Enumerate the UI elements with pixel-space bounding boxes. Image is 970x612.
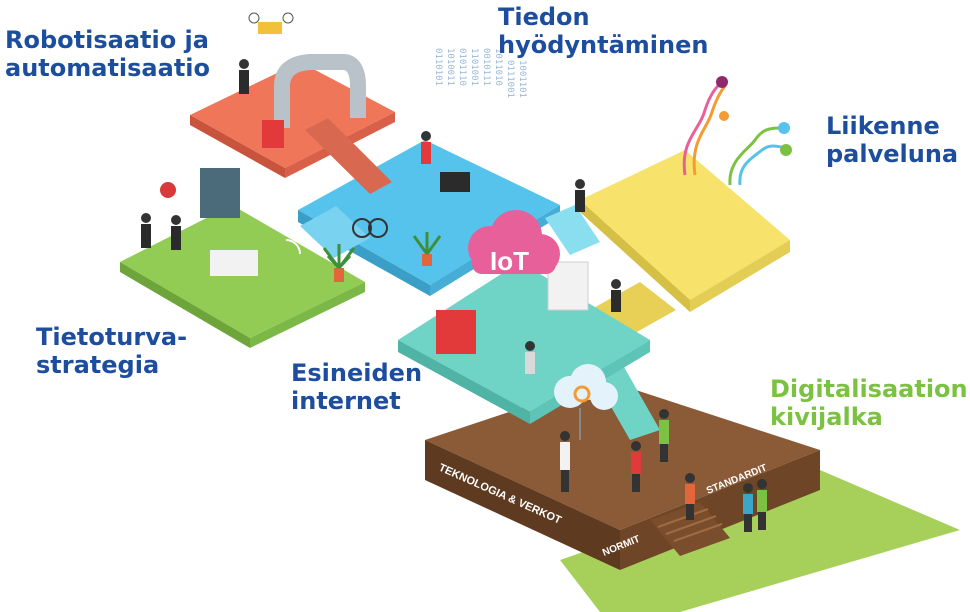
binary-line: 0111001 bbox=[505, 60, 515, 98]
binary-line: 0010111 bbox=[481, 48, 491, 86]
person-figure bbox=[659, 409, 669, 462]
foundation-stairs bbox=[650, 502, 730, 556]
binary-streams: 0110101 1010011 0101110 1101001 0010111 … bbox=[433, 48, 527, 98]
label-mobility-as-service: Liikenne palveluna bbox=[826, 112, 958, 168]
label-line: strategia bbox=[36, 351, 160, 379]
binary-line: 0101110 bbox=[457, 48, 467, 86]
robotics-floor bbox=[190, 54, 395, 194]
poi-marker-icon bbox=[778, 122, 790, 134]
person-figure bbox=[611, 279, 621, 312]
label-robotisation: Robotisaatio ja automatisaatio bbox=[5, 26, 210, 82]
people-figures bbox=[141, 59, 767, 532]
person-figure bbox=[575, 179, 585, 212]
label-internet-of-things: Esineiden internet bbox=[291, 359, 422, 415]
plant-icon bbox=[322, 244, 356, 282]
person-figure bbox=[239, 59, 249, 94]
binary-line: 1011010 bbox=[493, 48, 503, 86]
person-figure bbox=[685, 473, 695, 520]
poi-marker-icon bbox=[719, 111, 729, 121]
person-figure bbox=[421, 131, 431, 164]
label-line: Tietoturva- bbox=[36, 323, 188, 351]
label-security-strategy: Tietoturva- strategia bbox=[36, 323, 187, 379]
poi-marker-icon bbox=[716, 76, 728, 88]
drone-icon bbox=[248, 12, 294, 34]
label-line: Liikenne bbox=[826, 112, 940, 140]
route-ribbons bbox=[682, 76, 792, 186]
person-figure bbox=[560, 431, 570, 492]
person-figure bbox=[631, 441, 641, 492]
iot-cloud: IoT bbox=[468, 210, 560, 276]
person-figure bbox=[525, 341, 535, 374]
factory-machine bbox=[436, 310, 476, 354]
info-stairs bbox=[300, 206, 370, 258]
label-digital-foundation: Digitalisaation kivijalka bbox=[770, 375, 968, 431]
binary-line: 1010011 bbox=[445, 48, 455, 86]
person-figure bbox=[743, 483, 753, 532]
escalator bbox=[305, 118, 392, 194]
label-line: kivijalka bbox=[770, 403, 883, 431]
person-figure bbox=[171, 215, 181, 250]
label-line: Esineiden bbox=[291, 359, 423, 387]
label-line: Tiedon bbox=[498, 3, 590, 31]
label-data-utilisation: Tiedon hyödyntäminen bbox=[498, 3, 708, 59]
iot-stairs bbox=[590, 360, 660, 440]
poi-marker-icon bbox=[780, 144, 792, 156]
bookshelf bbox=[200, 168, 240, 218]
label-line: internet bbox=[291, 387, 401, 415]
label-line: Robotisaatio ja bbox=[5, 26, 209, 54]
binary-line: 0110101 bbox=[433, 48, 443, 86]
iot-cloud-text: IoT bbox=[490, 246, 529, 276]
robot-arm-conveyor bbox=[274, 54, 366, 128]
binary-line: 1101001 bbox=[469, 48, 479, 86]
person-figure bbox=[141, 213, 151, 248]
mobility-stairs bbox=[545, 205, 600, 255]
label-line: hyödyntäminen bbox=[498, 31, 709, 59]
plant-icon bbox=[412, 232, 442, 266]
label-line: automatisaatio bbox=[5, 54, 211, 82]
grass-area bbox=[560, 470, 960, 612]
binary-line: 1001101 bbox=[517, 60, 527, 98]
security-floor bbox=[120, 168, 365, 348]
person-figure bbox=[757, 479, 767, 530]
label-line: palveluna bbox=[826, 140, 959, 168]
label-line: Digitalisaation bbox=[770, 375, 968, 403]
gear-cloud-icon bbox=[554, 364, 618, 440]
